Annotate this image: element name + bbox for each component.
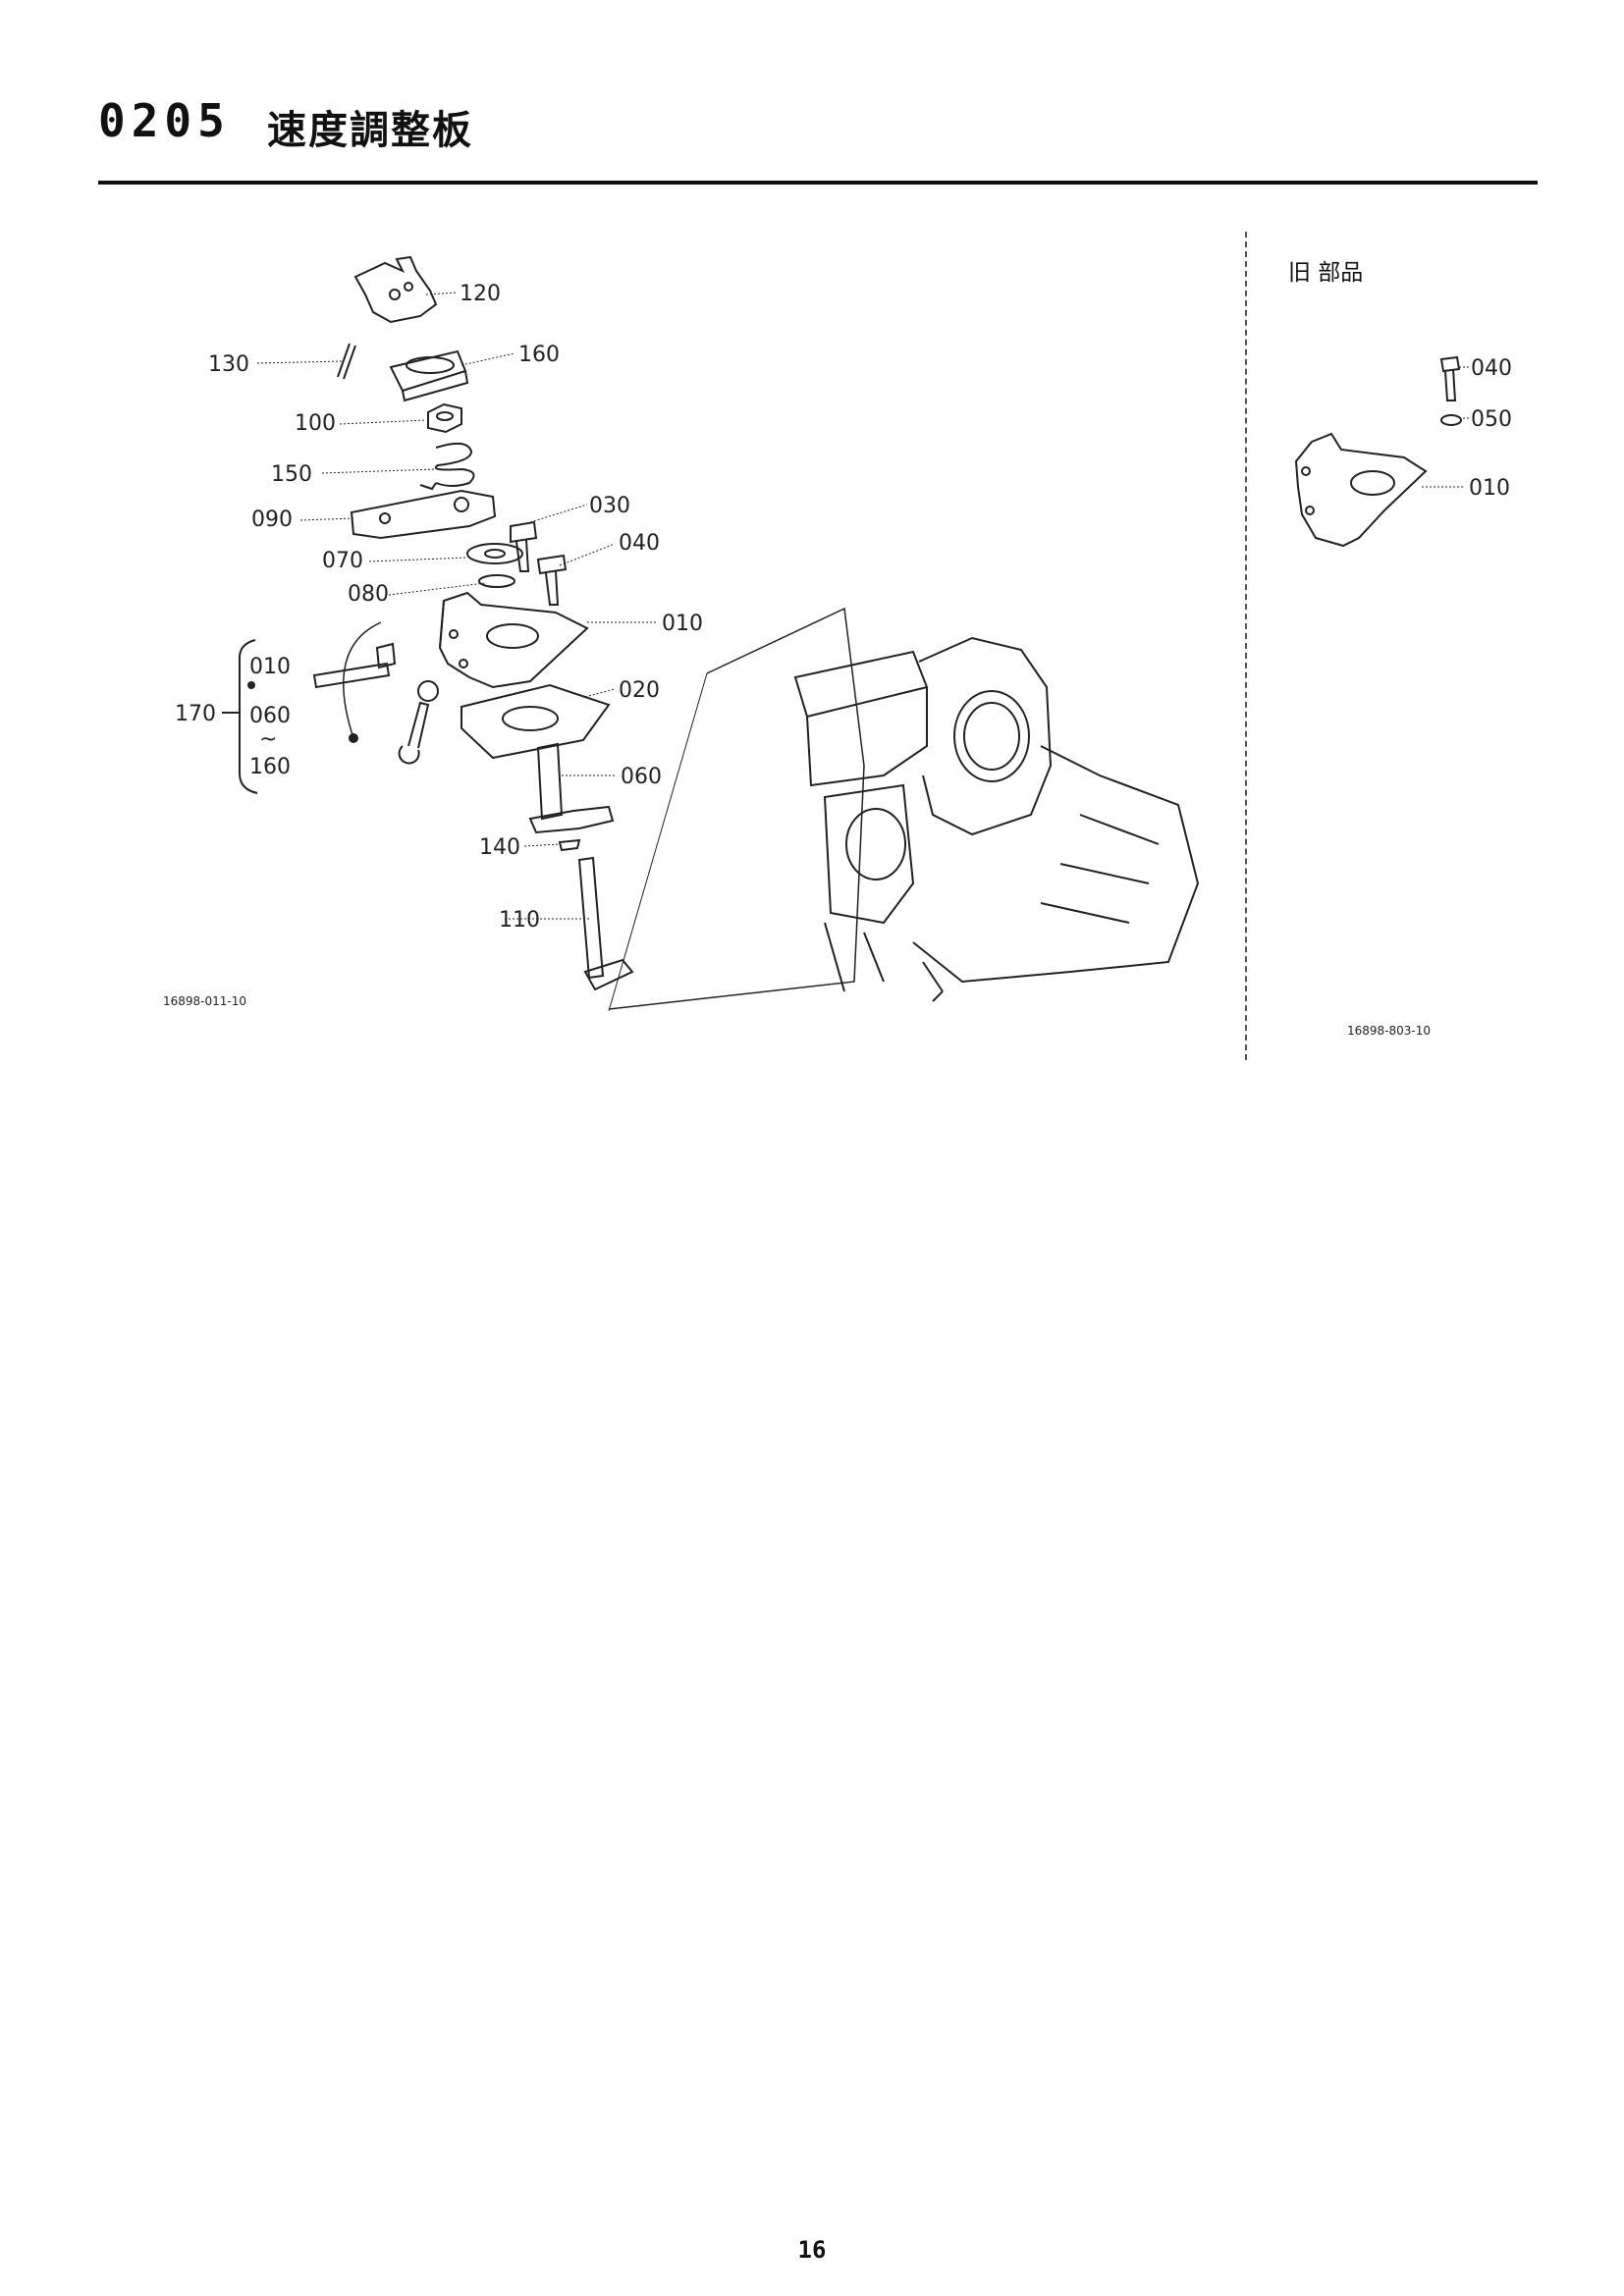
exploded-view-drawing xyxy=(222,255,1462,1012)
main-figure-number: 16898-011-10 xyxy=(163,994,246,1008)
side-figure-number: 16898-803-10 xyxy=(1347,1024,1431,1038)
callout-070: 070 xyxy=(322,549,363,573)
part-170-screw xyxy=(312,662,391,689)
old-parts-divider xyxy=(1245,232,1247,1060)
callout-090: 090 xyxy=(251,507,293,532)
group-170-brace xyxy=(239,639,258,794)
part-140-clip xyxy=(558,838,581,852)
callout-labels: 120 160 130 100 150 090 030 070 040 080 … xyxy=(163,282,1512,1038)
part-090-lever xyxy=(350,489,497,540)
old-callout-050: 050 xyxy=(1471,407,1512,432)
group-170-range-tilde: ~ xyxy=(259,727,277,752)
section-title: 速度調整板 xyxy=(267,108,473,153)
section-number: 0205 xyxy=(98,94,231,147)
callout-100: 100 xyxy=(295,411,336,436)
part-150-spring xyxy=(419,442,475,491)
callout-080: 080 xyxy=(348,582,389,607)
part-060-shaft xyxy=(536,742,564,821)
callout-150: 150 xyxy=(271,462,312,487)
old-part-040-bolt xyxy=(1439,355,1461,401)
part-010-plate xyxy=(438,591,589,689)
callout-120: 120 xyxy=(460,282,501,306)
leader-lines xyxy=(256,292,1469,920)
part-100-nut xyxy=(427,402,462,434)
callout-160: 160 xyxy=(518,343,560,367)
old-parts-label: 旧 部品 xyxy=(1288,260,1364,286)
part-130-pin xyxy=(337,343,356,380)
page-number: 16 xyxy=(797,2236,827,2264)
part-080-ring xyxy=(478,574,515,588)
callout-170: 170 xyxy=(175,702,216,726)
old-part-010-plate xyxy=(1294,432,1428,548)
part-020-gasket xyxy=(460,683,611,760)
part-120-bracket xyxy=(353,255,438,324)
part-070-washer xyxy=(466,543,523,564)
group-170-item-160: 160 xyxy=(249,755,291,779)
old-callout-010: 010 xyxy=(1469,476,1510,501)
group-170-item-060: 060 xyxy=(249,704,291,728)
parts-diagram: 120 160 130 100 150 090 030 070 040 080 … xyxy=(163,255,1512,1038)
part-040-bolt xyxy=(536,554,568,606)
group-170-item-010: 010 xyxy=(249,655,291,679)
callout-020: 020 xyxy=(619,678,660,703)
old-part-050-washer xyxy=(1440,414,1462,426)
part-030-bolt xyxy=(510,520,538,572)
callout-060: 060 xyxy=(621,765,662,789)
engine-block-outline xyxy=(608,607,865,1010)
callout-110: 110 xyxy=(499,908,540,933)
callout-130: 130 xyxy=(208,352,249,377)
callout-140: 140 xyxy=(479,835,520,860)
header-rule xyxy=(98,181,1538,185)
old-callout-040: 040 xyxy=(1471,356,1512,381)
part-110-shaft xyxy=(577,856,605,980)
callout-010: 010 xyxy=(662,612,703,636)
callout-040: 040 xyxy=(619,531,660,556)
callout-030: 030 xyxy=(589,494,630,518)
